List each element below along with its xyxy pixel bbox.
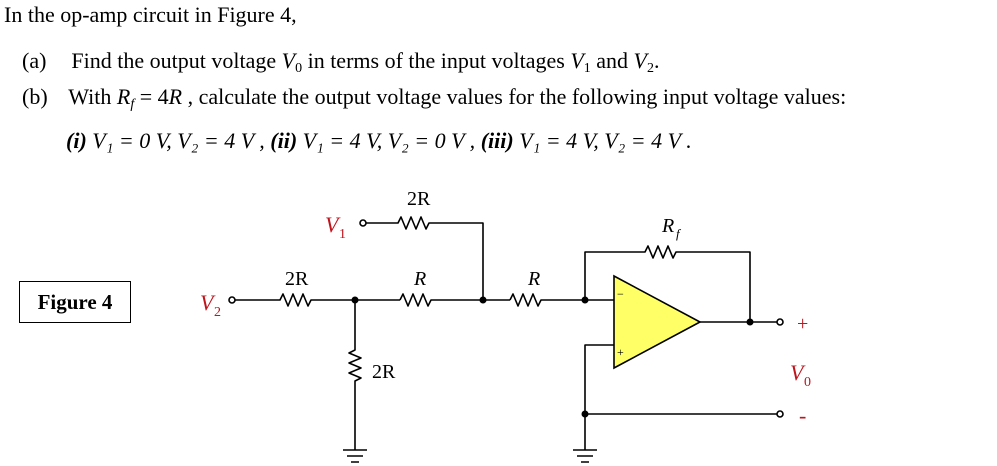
ground-right-icon	[573, 449, 597, 463]
v1-label-sub: 1	[339, 227, 346, 242]
cases-line: (i) V₁ = 0 V, V₂ = 4 V , (ii) V₁ = 4 V, …	[66, 128, 692, 154]
figure-label: Figure 4	[37, 289, 113, 314]
output-minus-sign: -	[799, 403, 806, 428]
part-a-and: and	[590, 48, 634, 73]
resistor-v2-2r	[235, 293, 400, 307]
resistor-feedback-rf	[584, 245, 751, 322]
case-i-label: (i)	[66, 128, 87, 153]
part-b-pre: With	[68, 84, 117, 109]
part-b: (b) With Rf = 4R , calculate the output …	[22, 84, 847, 112]
part-b-label: (b)	[22, 84, 48, 109]
label-r-v2: 2R	[285, 268, 309, 290]
v2-terminal	[228, 296, 236, 304]
figure-label-box: Figure 4	[19, 281, 131, 323]
junction-dot	[351, 296, 359, 304]
case-ii-label: (ii)	[270, 128, 298, 153]
label-r-mid: R	[413, 268, 426, 290]
resistor-mid-r	[399, 293, 510, 307]
opamp-plus-wire	[584, 344, 614, 450]
junction-dot	[479, 296, 487, 304]
v2-label-sub: 2	[214, 305, 221, 320]
vo-label-sub: 0	[804, 375, 811, 390]
output-terminal-plus	[776, 318, 784, 326]
v2-sub: 2	[646, 61, 654, 76]
junction-dot	[746, 318, 754, 326]
resistor-top-2r	[366, 216, 484, 300]
label-rf-sub: f	[676, 226, 682, 241]
case-ii-text: V₁ = 4 V, V₂ = 0 V ,	[297, 128, 481, 153]
label-rf: R	[661, 215, 674, 237]
part-b-rest: , calculate the output voltage values fo…	[182, 84, 847, 109]
label-r-top: 2R	[407, 188, 431, 210]
v1-symbol: V	[570, 48, 584, 73]
part-a: (a) Find the output voltage V0 in terms …	[22, 48, 660, 76]
ground-left-icon	[343, 449, 367, 463]
vo-sub: 0	[295, 61, 303, 76]
v1-terminal	[359, 219, 367, 227]
part-a-mid: in terms of the input voltages	[302, 48, 571, 73]
output-plus-sign: +	[797, 313, 808, 335]
output-terminal-minus	[776, 410, 784, 418]
vo-symbol: V	[281, 48, 296, 73]
case-iii-label: (iii)	[480, 128, 514, 153]
v1-label: V	[325, 212, 341, 237]
opamp-triangle	[613, 274, 702, 370]
case-i-text: V₁ = 0 V, V₂ = 4 V ,	[86, 128, 271, 153]
v2-symbol: V	[633, 48, 647, 73]
part-a-pre: Find the output voltage	[71, 48, 282, 73]
junction-dot	[581, 410, 589, 418]
vo-label: V	[790, 360, 806, 385]
opamp-minus-sign: −	[617, 287, 624, 301]
r-symbol: R	[168, 84, 183, 109]
opamp-plus-sign: +	[617, 345, 624, 359]
part-b-eq: = 4	[134, 84, 169, 109]
v1-sub: 1	[583, 61, 591, 76]
part-a-label: (a)	[22, 48, 47, 73]
part-a-end: .	[653, 48, 660, 73]
intro-text: In the op-amp circuit in Figure 4,	[4, 2, 297, 27]
rf-symbol: R	[116, 84, 131, 109]
label-r-right: R	[527, 268, 540, 290]
junction-dot	[581, 296, 589, 304]
rf-sub: f	[130, 97, 135, 112]
resistor-shunt-2r	[348, 300, 362, 450]
v2-label: V	[200, 290, 216, 315]
case-iii-text: V₁ = 4 V, V₂ = 4 V .	[513, 128, 692, 153]
label-r-shunt: 2R	[372, 361, 396, 383]
resistor-right-r	[509, 293, 614, 307]
